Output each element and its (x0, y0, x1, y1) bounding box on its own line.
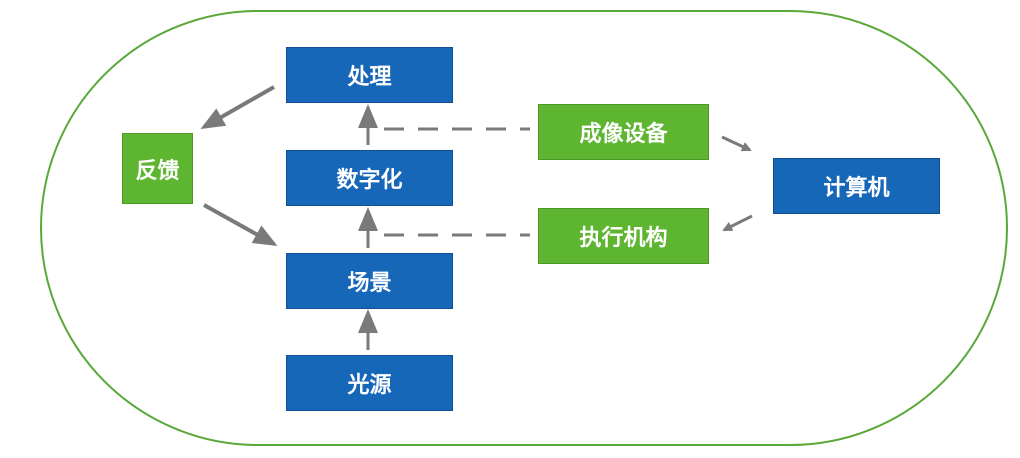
node-processing: 处理 (286, 47, 453, 103)
arrow-imaging-to-computer (721, 135, 752, 152)
node-scene: 场景 (286, 253, 453, 309)
arrow-processing-to-feedback (200, 85, 275, 129)
node-imaging-device: 成像设备 (538, 104, 709, 160)
node-computer: 计算机 (773, 158, 940, 214)
node-digitization: 数字化 (286, 150, 453, 206)
node-light-source: 光源 (286, 355, 453, 411)
node-actuator: 执行机构 (538, 208, 709, 264)
arrow-computer-to-actuator (722, 214, 753, 232)
outer-loop-border (40, 10, 1008, 446)
node-feedback: 反馈 (122, 133, 193, 204)
arrow-feedback-to-scene (203, 203, 278, 246)
